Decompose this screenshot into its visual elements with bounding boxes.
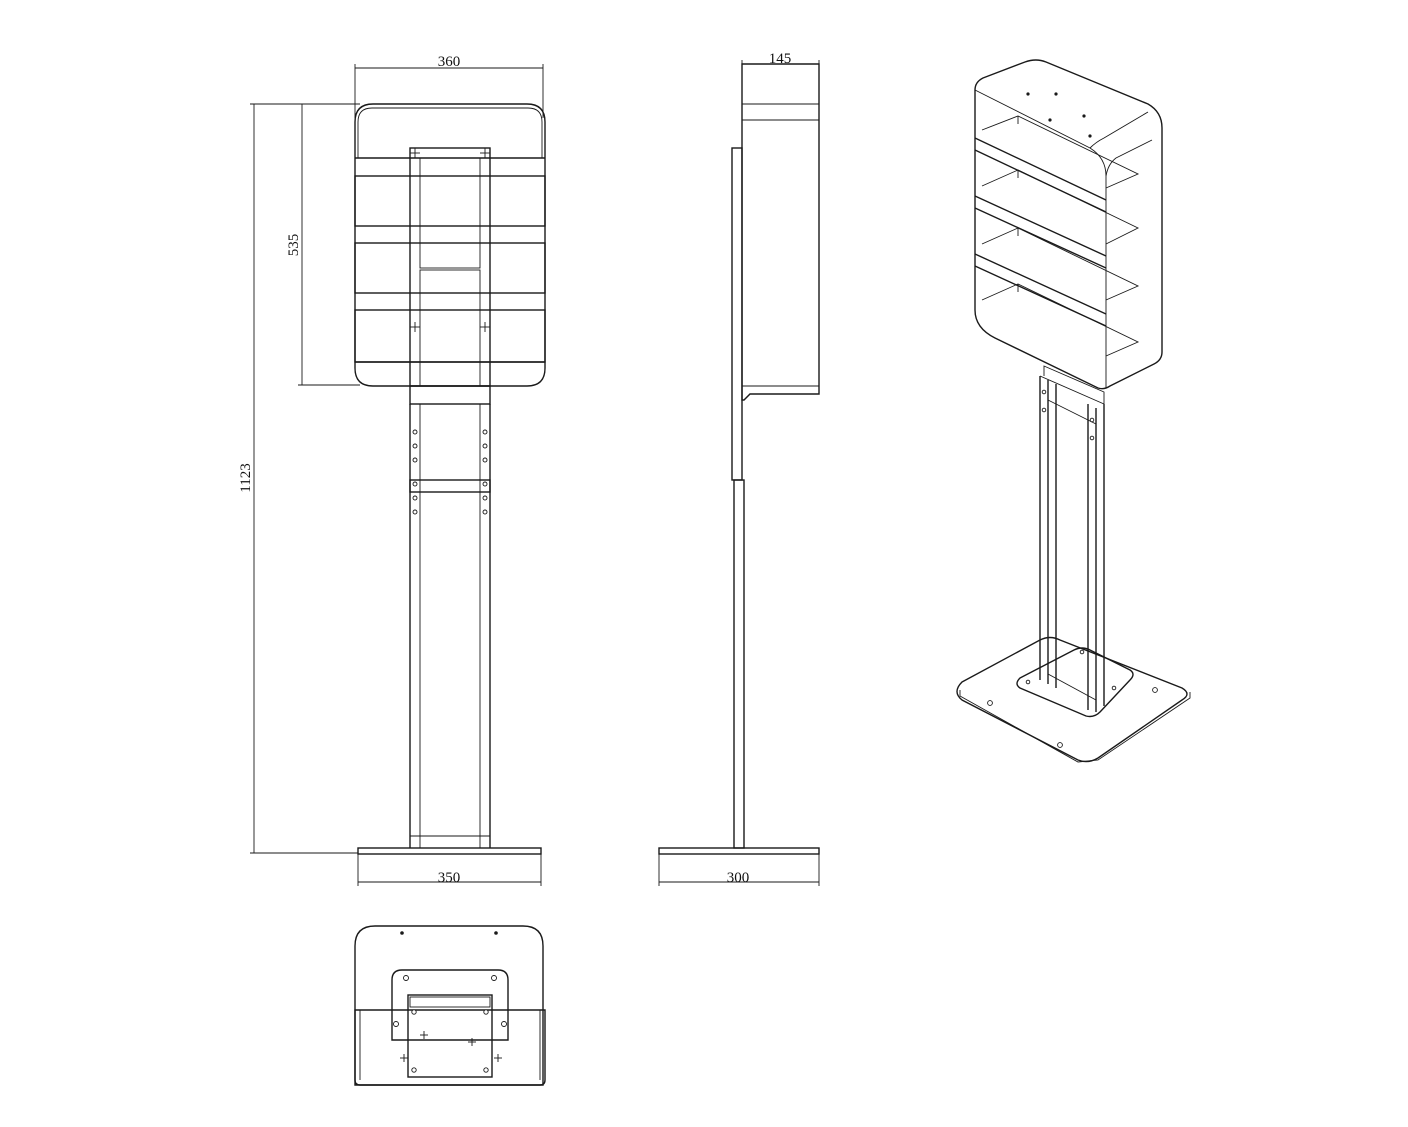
side-box-outline — [741, 63, 820, 401]
iso-base-plate — [956, 636, 1188, 763]
side-view: 145 300 — [658, 51, 820, 886]
front-base: 350 — [357, 847, 542, 886]
front-box-outline — [354, 103, 546, 387]
top-mount-plate — [391, 969, 509, 1041]
iso-box-outline — [974, 59, 1163, 390]
iso-shelf-box — [974, 59, 1163, 390]
front-view: 360 535 1123 — [238, 54, 546, 886]
crosshair-icon — [410, 148, 490, 332]
iso-uprights — [1039, 365, 1105, 712]
dimension-label-base-depth: 300 — [727, 870, 750, 886]
dimension-top-width: 360 — [354, 54, 544, 118]
dimension-label-base-width: 350 — [438, 870, 461, 886]
top-box-outline — [354, 1009, 546, 1086]
dimension-label-side-depth: 145 — [769, 51, 792, 67]
side-pole — [731, 147, 745, 849]
top-view — [354, 925, 546, 1086]
dimension-label-box-height: 535 — [286, 234, 302, 257]
front-pole — [409, 385, 491, 848]
side-base: 300 — [658, 847, 820, 886]
front-shelves — [354, 157, 546, 363]
dimension-label-top-width: 360 — [438, 54, 461, 70]
plus-icon — [400, 1031, 502, 1062]
top-base-outline — [354, 925, 544, 1086]
adjust-holes — [412, 429, 488, 515]
front-mount-bracket — [409, 147, 491, 387]
dimension-side-depth: 145 — [741, 51, 820, 104]
dimension-label-total-height: 1123 — [238, 463, 254, 492]
dimension-total-height: 1123 — [238, 103, 358, 854]
iso-base-flange — [1016, 647, 1134, 718]
isometric-view — [956, 59, 1191, 763]
dimension-box-height: 535 — [286, 103, 360, 386]
top-pole-section — [407, 994, 493, 1078]
